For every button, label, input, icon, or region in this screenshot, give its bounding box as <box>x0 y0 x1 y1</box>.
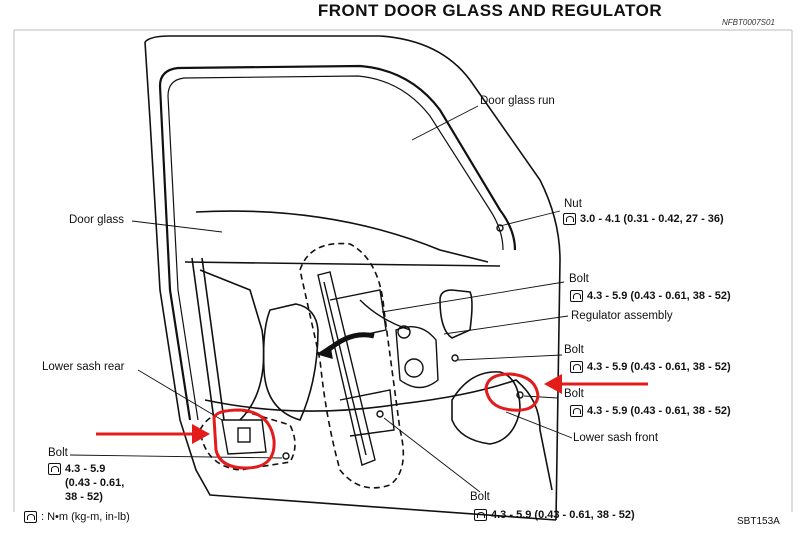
red-annotations <box>96 372 648 470</box>
left-arrow-head <box>192 424 210 444</box>
torque-wrench-icon <box>563 213 576 225</box>
torque-wrench-icon <box>570 290 583 302</box>
torque-bolt-right-lower: 4.3 - 5.9 (0.43 - 0.61, 38 - 52) <box>570 405 731 417</box>
torque-wrench-icon <box>474 509 487 521</box>
leader-lines <box>69 105 573 493</box>
regulator-rail <box>221 224 524 466</box>
right-arrow-head <box>544 374 562 394</box>
torque-bolt-mid-value: 4.3 - 5.9 (0.43 - 0.61, 38 - 52) <box>587 361 731 373</box>
torque-nut: 3.0 - 4.1 (0.31 - 0.42, 27 - 36) <box>563 213 724 225</box>
label-nut: Nut <box>564 198 582 210</box>
torque-bolt-right-lower-value: 4.3 - 5.9 (0.43 - 0.61, 38 - 52) <box>587 405 731 417</box>
label-bolt-left: Bolt <box>48 447 68 459</box>
torque-bolt-left: 4.3 - 5.9 (0.43 - 0.61, 38 - 52) <box>48 462 124 504</box>
torque-bolt-left-line2: (0.43 - 0.61, <box>65 477 125 489</box>
rear-sash-circle <box>212 408 276 470</box>
label-lower-sash-rear: Lower sash rear <box>42 361 125 373</box>
label-bolt-upper: Bolt <box>569 273 589 285</box>
label-regulator-assembly: Regulator assembly <box>571 310 673 322</box>
torque-bolt-left-line1: 4.3 - 5.9 <box>65 463 106 475</box>
label-door-glass: Door glass <box>69 214 124 226</box>
torque-wrench-icon <box>570 405 583 417</box>
reference-code: NFBT0007S01 <box>722 18 775 27</box>
torque-bolt-upper-value: 4.3 - 5.9 (0.43 - 0.61, 38 - 52) <box>587 290 731 302</box>
torque-legend-text: : N•m (kg-m, in-lb) <box>41 511 130 523</box>
label-bolt-mid: Bolt <box>564 344 584 356</box>
front-sash-circle <box>484 372 540 412</box>
torque-bolt-upper: 4.3 - 5.9 (0.43 - 0.61, 38 - 52) <box>570 290 731 302</box>
torque-bolt-bottom-value: 4.3 - 5.9 (0.43 - 0.61, 38 - 52) <box>491 509 635 521</box>
torque-wrench-icon <box>24 511 37 523</box>
torque-wrench-icon <box>570 361 583 373</box>
torque-nut-value: 3.0 - 4.1 (0.31 - 0.42, 27 - 36) <box>580 213 724 225</box>
torque-bolt-bottom: 4.3 - 5.9 (0.43 - 0.61, 38 - 52) <box>474 509 635 521</box>
label-door-glass-run: Door glass run <box>480 95 555 107</box>
torque-wrench-icon <box>48 463 61 475</box>
label-lower-sash-front: Lower sash front <box>573 432 659 444</box>
door-frame <box>13 29 793 521</box>
torque-bolt-left-line3: 38 - 52) <box>65 491 103 503</box>
label-bolt-right-lower: Bolt <box>564 388 584 400</box>
torque-legend: : N•m (kg-m, in-lb) <box>24 511 130 523</box>
figure-code: SBT153A <box>737 516 780 527</box>
torque-bolt-mid: 4.3 - 5.9 (0.43 - 0.61, 38 - 52) <box>570 361 731 373</box>
label-bolt-bottom: Bolt <box>470 491 490 503</box>
diagram-title: FRONT DOOR GLASS AND REGULATOR <box>317 1 663 20</box>
